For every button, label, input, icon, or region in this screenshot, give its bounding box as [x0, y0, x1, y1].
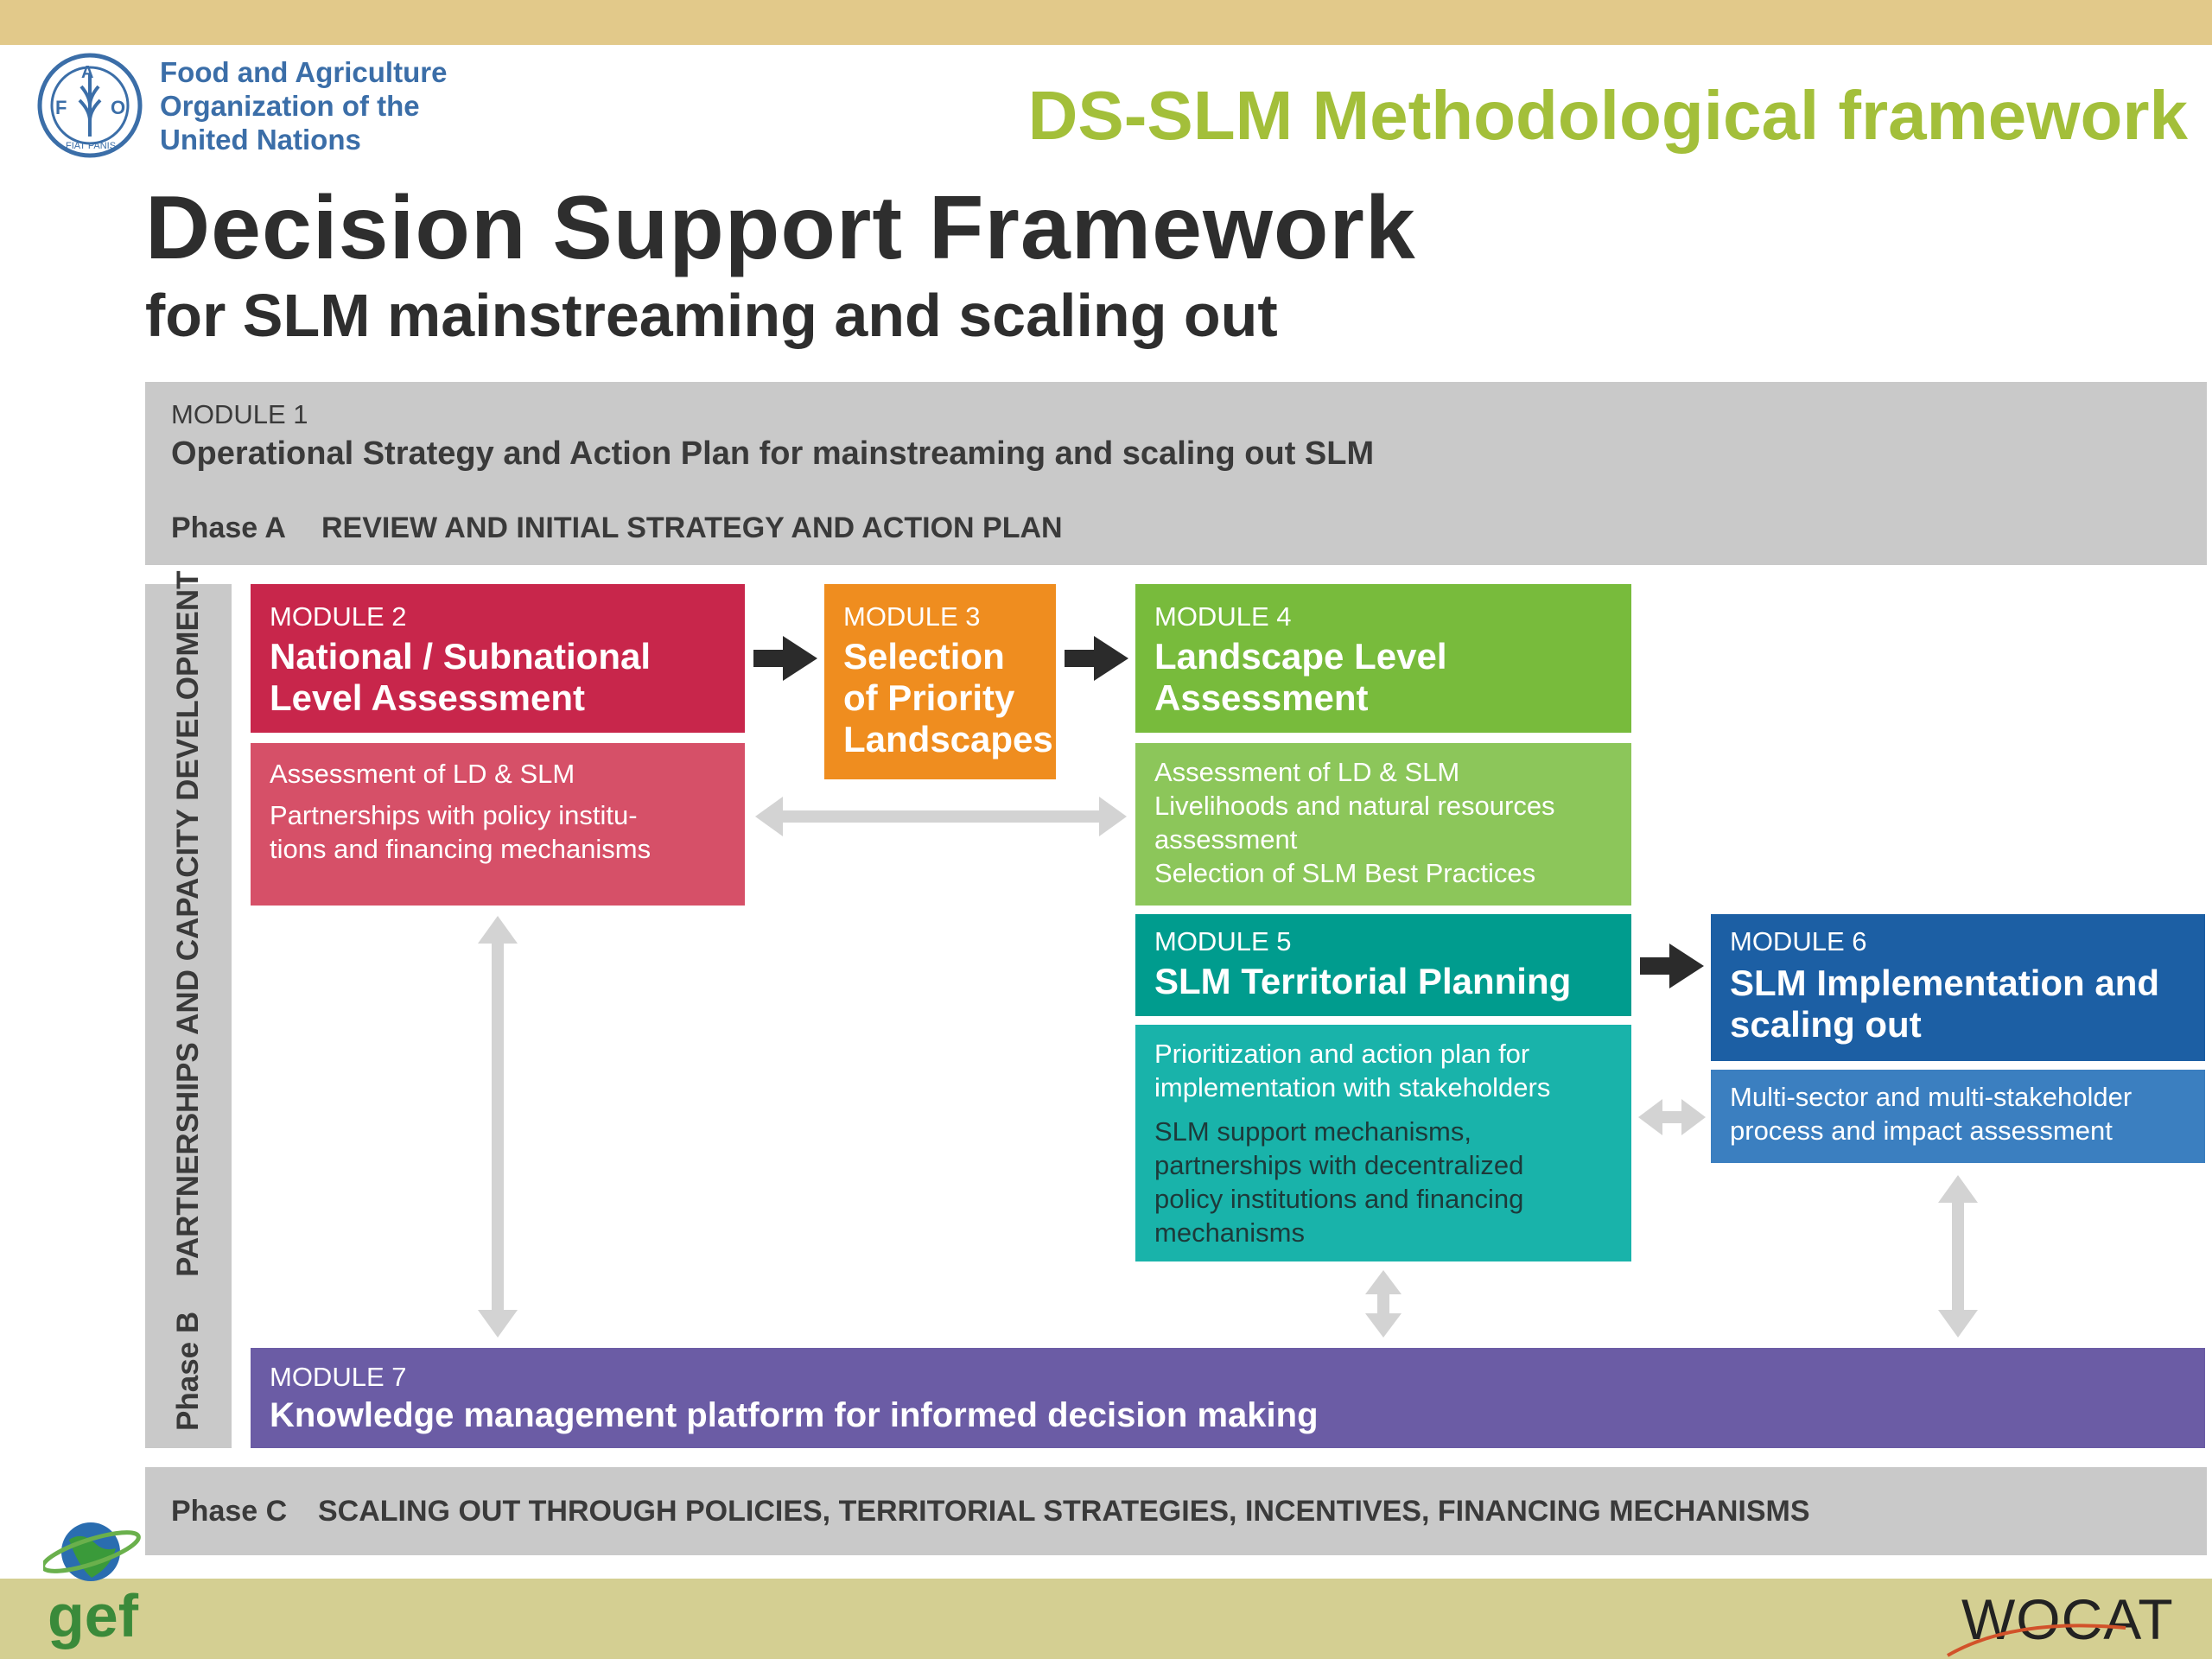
module2-detail-2: Partnerships with policy institu- tions …	[270, 798, 651, 866]
module1-box: MODULE 1 Operational Strategy and Action…	[145, 382, 2207, 565]
module7-title: Knowledge management platform for inform…	[270, 1396, 1319, 1434]
module2-title-line-2: Level Assessment	[270, 677, 585, 718]
module4-title-line-1: Landscape Level	[1154, 636, 1447, 677]
gef-logo-text: gef	[48, 1582, 138, 1649]
module1-title: Operational Strategy and Action Plan for…	[171, 435, 1375, 472]
fao-letter-f: F	[55, 97, 67, 118]
phase-a-text: REVIEW AND INITIAL STRATEGY AND ACTION P…	[321, 512, 1063, 544]
main-title: Decision Support Framework	[145, 178, 1416, 278]
module4-details: Assessment of LD & SLM Livelihoods and n…	[1154, 755, 1555, 890]
module2-detail-2-line-1: Partnerships with policy institu-	[270, 800, 638, 830]
module5-body: Prioritization and action plan for imple…	[1135, 1025, 1631, 1261]
module6-title-line-1: SLM Implementation and	[1730, 963, 2160, 1003]
fao-letter-o: O	[111, 97, 125, 118]
module4-title-line-2: Assessment	[1154, 677, 1369, 718]
module3-title-line-1: Selection	[843, 636, 1005, 677]
module5-detail-2: SLM support mechanisms, partnerships wit…	[1154, 1115, 1523, 1249]
module5-detail-1: Prioritization and action plan for imple…	[1154, 1037, 1550, 1104]
module2-title: National / Subnational Level Assessment	[270, 636, 651, 719]
double-arrow-m2-m7	[478, 916, 518, 1338]
double-arrow-m5-m7	[1365, 1270, 1402, 1338]
double-arrow-m5-m6	[1638, 1099, 1706, 1135]
fao-org-line-3: United Nations	[160, 124, 361, 156]
module4-detail-1: Assessment of LD & SLM	[1154, 757, 1460, 787]
module2-body: Assessment of LD & SLM Partnerships with…	[251, 743, 745, 906]
module2-label: MODULE 2	[270, 601, 407, 632]
module6-label: MODULE 6	[1730, 926, 1867, 956]
module4-label: MODULE 4	[1154, 601, 1292, 632]
module6-detail-2: process and impact assessment	[1730, 1115, 2113, 1146]
module7-label: MODULE 7	[270, 1362, 407, 1392]
module3-title-line-2: of Priority	[843, 677, 1015, 718]
phase-c-box: Phase C SCALING OUT THROUGH POLICIES, TE…	[145, 1467, 2207, 1555]
slide-title: DS-SLM Methodological framework	[1027, 77, 2188, 154]
module1-label: MODULE 1	[171, 399, 308, 429]
sub-title: for SLM mainstreaming and scaling out	[145, 282, 1278, 349]
phase-b-sidebar	[145, 584, 232, 1448]
module2-detail-1: Assessment of LD & SLM	[270, 759, 575, 789]
module2-detail-2-line-2: tions and financing mechanisms	[270, 834, 652, 864]
module6-title: SLM Implementation and scaling out	[1730, 963, 2159, 1045]
phase-a-label: Phase A	[171, 512, 286, 544]
wocat-logo: WOCAT	[1961, 1587, 2174, 1651]
module5-detail-1-line-1: Prioritization and action plan for	[1154, 1039, 1530, 1069]
module6-body: Multi-sector and multi-stakeholder proce…	[1711, 1070, 2205, 1163]
module4-detail-4: Selection of SLM Best Practices	[1154, 858, 1536, 888]
module5-header: MODULE 5 SLM Territorial Planning	[1135, 914, 1631, 1016]
module4-detail-2: Livelihoods and natural resources	[1154, 791, 1555, 821]
module3-title: Selection of Priority Landscapes	[843, 636, 1053, 760]
fao-org-line-1: Food and Agriculture	[160, 56, 448, 88]
fao-letter-a: A	[81, 63, 93, 82]
module4-body: Assessment of LD & SLM Livelihoods and n…	[1135, 743, 1631, 906]
fao-org-line-2: Organization of the	[160, 90, 420, 122]
phase-c-label: Phase C	[171, 1495, 288, 1528]
module5-detail-2-line-2: partnerships with decentralized	[1154, 1150, 1524, 1180]
module5-detail-2-line-3: policy institutions and financing	[1154, 1184, 1524, 1214]
module3-label: MODULE 3	[843, 601, 981, 632]
module7-box: MODULE 7 Knowledge management platform f…	[251, 1348, 2205, 1448]
module3-title-line-3: Landscapes	[843, 719, 1053, 759]
module2-header: MODULE 2 National / Subnational Level As…	[251, 584, 745, 733]
fao-ring-text: FIAT PANIS	[66, 141, 116, 151]
arrow-m2-to-m3	[753, 636, 817, 681]
wocat-swoosh-icon	[1944, 1609, 2134, 1661]
arrow-m5-to-m6	[1640, 944, 1704, 988]
arrow-m3-to-m4	[1065, 636, 1128, 681]
module4-header: MODULE 4 Landscape Level Assessment	[1135, 584, 1631, 733]
phase-c-text: SCALING OUT THROUGH POLICIES, TERRITORIA…	[318, 1495, 1810, 1528]
module6-title-line-2: scaling out	[1730, 1004, 1922, 1045]
module3-box: MODULE 3 Selection of Priority Landscape…	[824, 584, 1056, 779]
double-arrow-m2-m4	[755, 797, 1127, 836]
module4-detail-3: assessment	[1154, 824, 1298, 855]
top-band	[0, 0, 2212, 45]
module5-label: MODULE 5	[1154, 926, 1292, 956]
fao-org-name: Food and Agriculture Organization of the…	[160, 55, 448, 156]
fao-logo-icon: F A O FIAT PANIS	[36, 52, 143, 159]
module5-detail-2-line-1: SLM support mechanisms,	[1154, 1116, 1471, 1147]
module2-title-line-1: National / Subnational	[270, 636, 652, 677]
module6-detail-1: Multi-sector and multi-stakeholder	[1730, 1082, 2133, 1112]
module6-header: MODULE 6 SLM Implementation and scaling …	[1711, 914, 2205, 1061]
gef-globe-icon	[41, 1514, 147, 1583]
module6-details: Multi-sector and multi-stakeholder proce…	[1730, 1080, 2132, 1147]
bottom-band	[0, 1579, 2212, 1659]
module5-detail-2-line-4: mechanisms	[1154, 1217, 1305, 1248]
module4-title: Landscape Level Assessment	[1154, 636, 1446, 719]
module5-detail-1-line-2: implementation with stakeholders	[1154, 1072, 1551, 1103]
double-arrow-m6-m7	[1938, 1175, 1978, 1338]
module5-title: SLM Territorial Planning	[1154, 961, 1572, 1001]
